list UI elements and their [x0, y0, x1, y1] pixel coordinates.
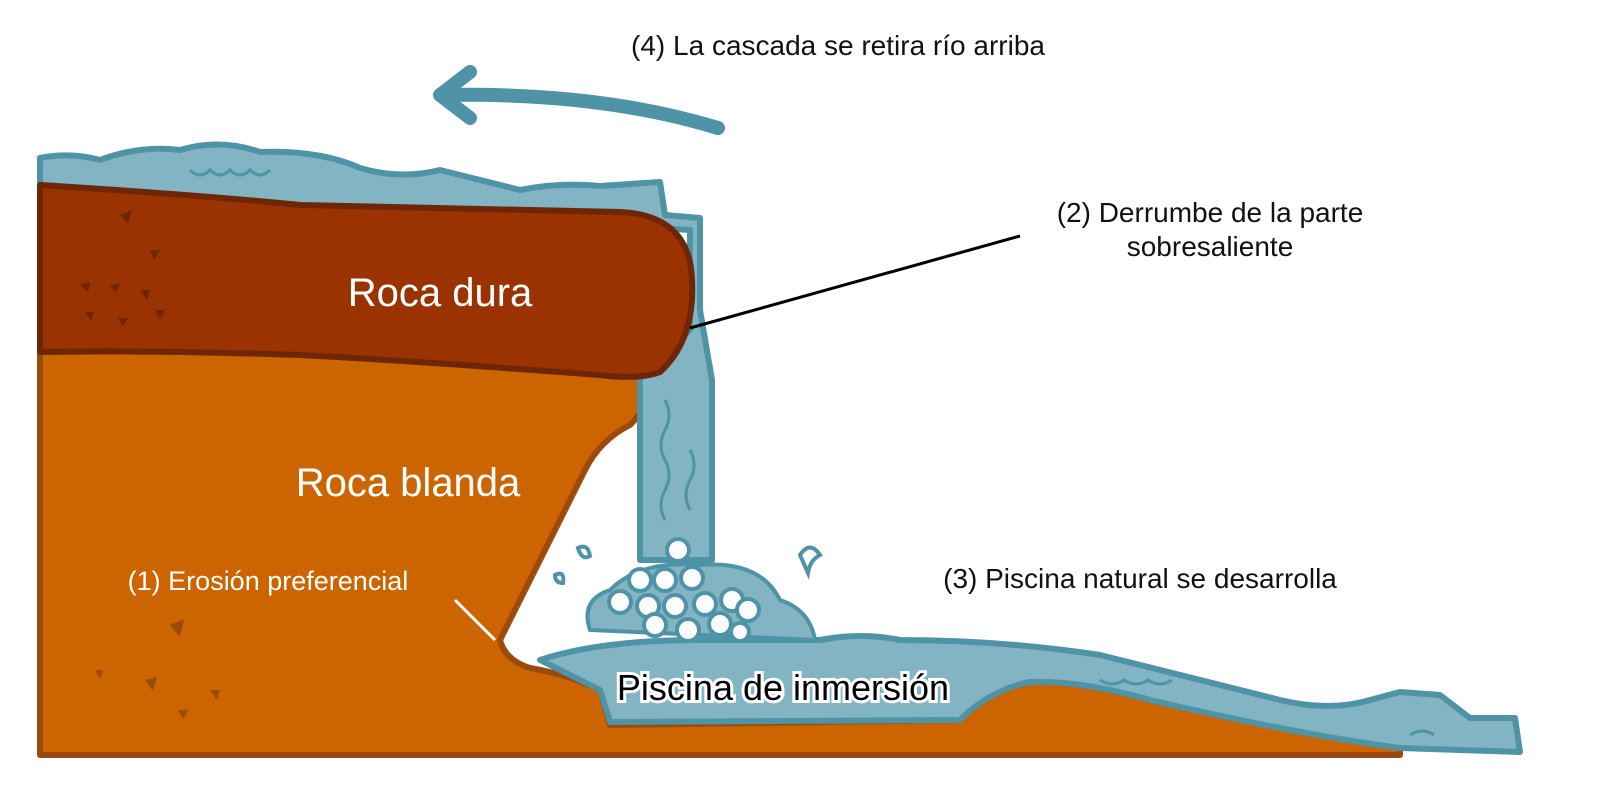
- pool-develops-label: (3) Piscina natural se desarrolla: [943, 563, 1337, 594]
- collapse-leader-line: [689, 234, 1021, 330]
- hard-rock-label: Roca dura: [348, 271, 533, 315]
- retreat-label: (4) La cascada se retira río arriba: [631, 30, 1045, 61]
- plunge-pool-water: [537, 633, 1523, 755]
- collapse-label-line2: sobresaliente: [1127, 231, 1294, 262]
- soft-rock-label: Roca blanda: [296, 461, 521, 505]
- foam-bubbles: [552, 537, 823, 643]
- plunge-pool-label: Piscina de inmersión: [617, 667, 949, 708]
- erosion-label: (1) Erosión preferencial: [128, 566, 409, 596]
- retreat-arrow-icon: [433, 65, 725, 135]
- hard-rock-layer: [37, 182, 696, 380]
- rock-specks: [80, 210, 165, 327]
- river-surface-water: [37, 141, 715, 563]
- erosion-leader-line: [453, 598, 497, 642]
- collapse-label-line1: (2) Derrumbe de la parte: [1057, 197, 1364, 228]
- water-ripples: [188, 167, 1435, 737]
- soft-rock-specks: [95, 619, 220, 719]
